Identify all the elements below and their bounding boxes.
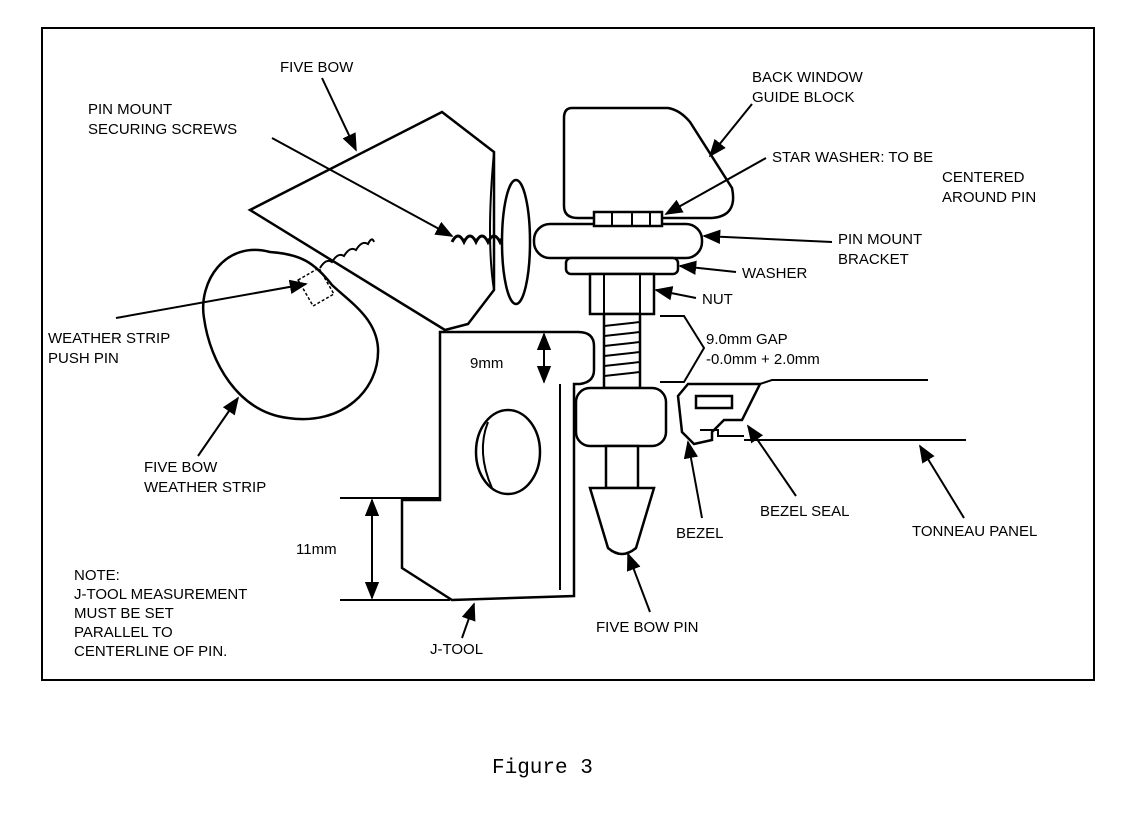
nut-shape	[588, 272, 656, 316]
arrow-tonneau-panel	[919, 444, 965, 519]
label-five-bow-pin: FIVE BOW PIN	[596, 619, 699, 636]
arrow-bezel-seal	[746, 424, 797, 497]
arrow-nut	[654, 286, 697, 301]
j-tool-hole	[474, 408, 542, 496]
washer-shape	[564, 256, 680, 276]
arrow-push-pin	[115, 279, 308, 319]
figure-caption: Figure 3	[492, 757, 593, 780]
pin-shank	[604, 444, 640, 490]
label-note: NOTE: J-TOOL MEASUREMENT MUST BE SET PAR…	[74, 567, 251, 660]
j-tool-hole-shadow	[481, 421, 493, 489]
guide-block-shape	[562, 106, 735, 220]
label-bezel-seal: BEZEL SEAL	[760, 503, 850, 520]
five-bow-weather-strip-shape	[201, 248, 380, 421]
gap-bracket	[660, 315, 706, 383]
label-weather-strip-push-pin: WEATHER STRIP PUSH PIN	[48, 330, 174, 367]
label-washer: WASHER	[742, 265, 807, 282]
arrow-five-bow	[321, 77, 357, 152]
label-11mm: 11mm	[296, 541, 337, 558]
pin-collar	[574, 386, 668, 448]
label-gap: 9.0mm GAP -0.0mm + 2.0mm	[706, 331, 820, 368]
label-star-washer: STAR WASHER: TO BE CENTERED AROUND PIN	[772, 149, 1036, 206]
arrow-bezel	[683, 440, 703, 519]
label-bezel: BEZEL	[676, 525, 724, 542]
label-9mm: 9mm	[470, 355, 503, 372]
arrow-pin-mount-bracket	[702, 229, 833, 244]
arrow-washer	[678, 260, 737, 275]
label-five-bow-weather-strip: FIVE BOW WEATHER STRIP	[144, 459, 266, 496]
bezel-seal-shape	[700, 429, 744, 437]
arrow-securing-screws	[271, 137, 454, 237]
tonneau-upper-line	[759, 379, 928, 385]
pin-mount-cap	[500, 178, 532, 306]
label-nut: NUT	[702, 291, 733, 308]
arrow-star-washer	[664, 157, 767, 215]
star-washer-shape	[592, 210, 664, 228]
label-five-bow: FIVE BOW	[280, 59, 354, 76]
label-tonneau-panel: TONNEAU PANEL	[912, 523, 1037, 540]
pin-mount-bracket-shape	[532, 222, 704, 260]
arrow-guide-block	[708, 103, 753, 158]
label-back-window-guide-block: BACK WINDOW GUIDE BLOCK	[752, 69, 867, 106]
arrow-j-tool	[461, 602, 476, 639]
bezel-slot	[694, 394, 734, 410]
shaft-threads	[603, 321, 641, 377]
label-j-tool: J-TOOL	[430, 641, 483, 658]
label-pin-mount-bracket: PIN MOUNT BRACKET	[838, 231, 926, 268]
label-pin-mount-securing-screws: PIN MOUNT SECURING SCREWS	[88, 101, 237, 138]
pin-tip	[588, 486, 656, 556]
arrow-five-bow-pin	[627, 552, 651, 613]
five-bow-edge	[489, 151, 495, 291]
diagram-frame	[41, 27, 1095, 681]
arrow-weather-strip	[197, 396, 240, 457]
